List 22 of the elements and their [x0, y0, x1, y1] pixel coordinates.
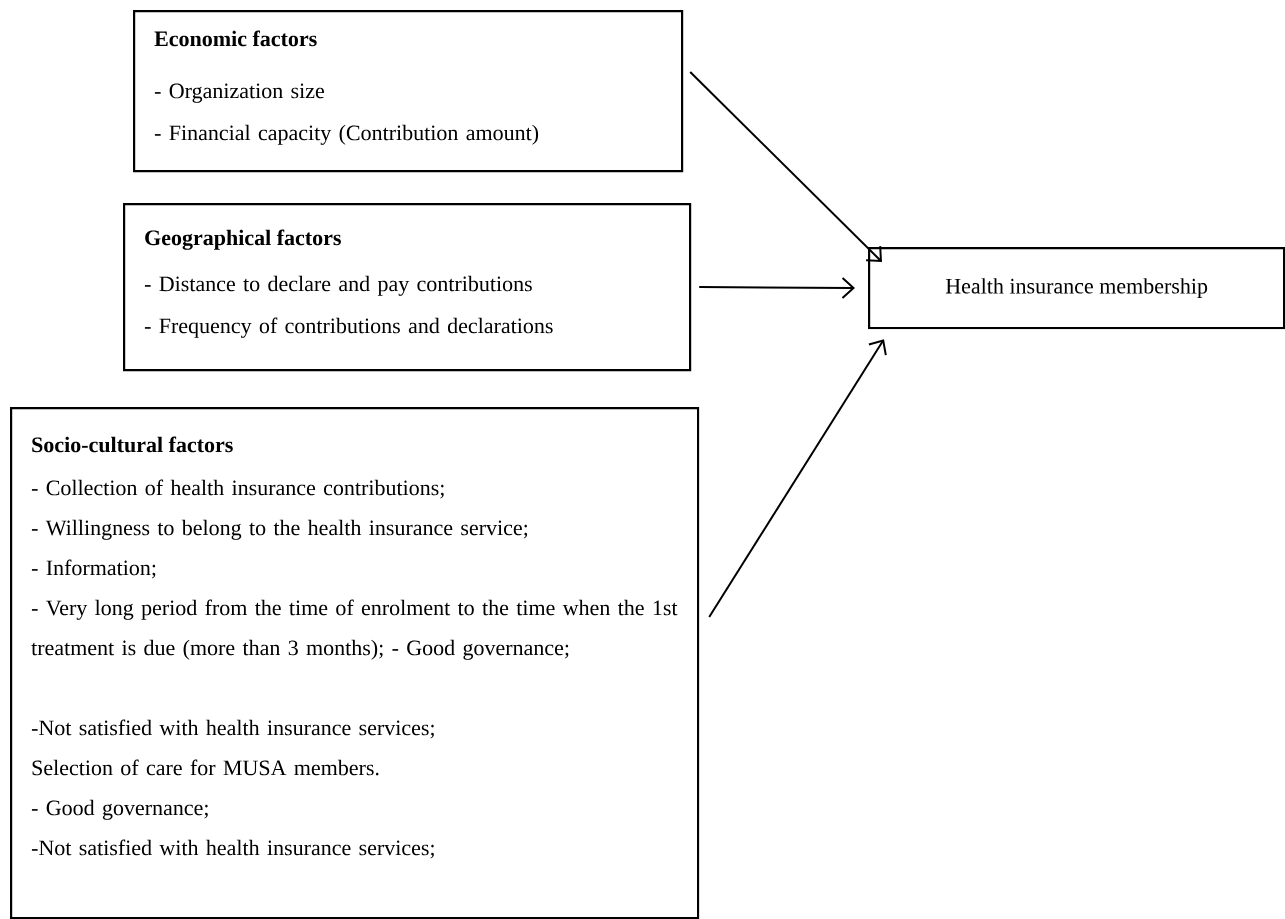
list-item: Selection of care for MUSA members. [32, 759, 379, 776]
list-item: -Not satisfied with health insurance services; [31, 719, 434, 739]
list-item: - Collection of health insurance contributions; [31, 479, 444, 499]
list-item: - Very long period from the time of enrolment to the time when the 1st treatment is due (more than 3 months); - Good governance; [31, 599, 678, 660]
list-item: - Information; [31, 559, 156, 579]
list-item: - Willingness to belong to the health insurance service; [31, 519, 528, 540]
list-item: - Organization size [154, 83, 324, 103]
arrow [689, 71, 882, 262]
box-heading: Socio-cultural factors [32, 436, 233, 453]
list-item: - Distance to declare and pay contributions [144, 275, 532, 296]
arrow [698, 277, 855, 300]
arrow [708, 339, 887, 618]
factor-box [123, 203, 692, 372]
box-heading: Geographical factors [145, 229, 341, 250]
list-item: - Financial capacity (Contribution amount) [154, 124, 539, 145]
box-heading: Economic factors [154, 30, 317, 47]
outcome-box: Health insurance membership [868, 247, 1285, 330]
factor-box [10, 407, 700, 919]
list-item: -Not satisfied with health insurance services; [31, 839, 434, 859]
list-item: - Good governance; [31, 799, 208, 820]
list-item: - Frequency of contributions and declarations [144, 317, 553, 338]
factor-box [133, 10, 684, 173]
